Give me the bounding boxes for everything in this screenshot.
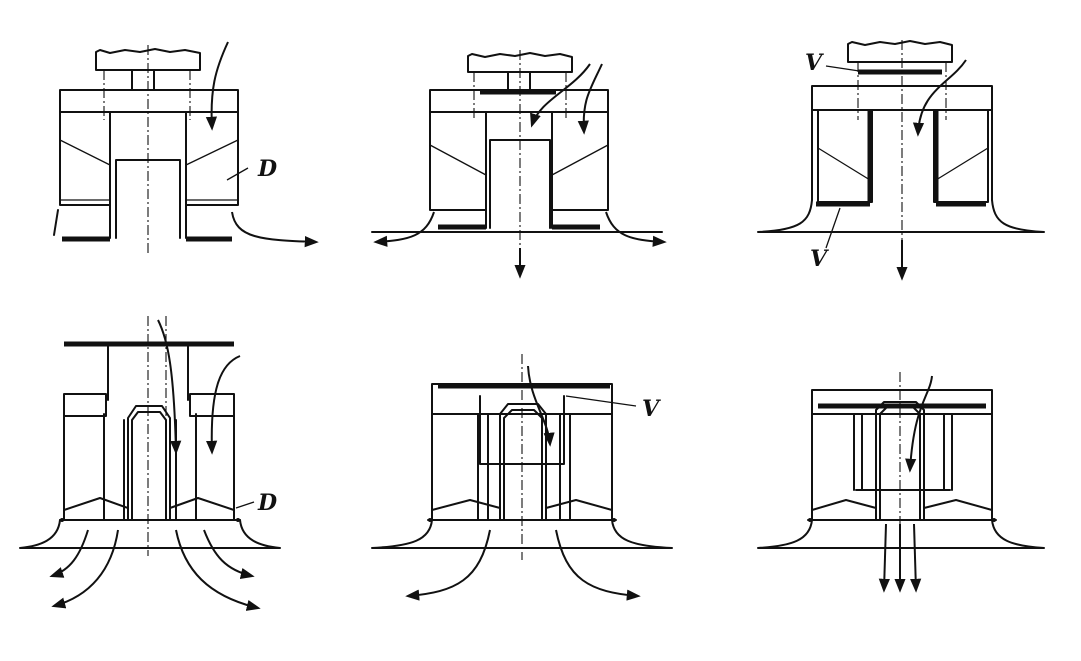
stem — [131, 69, 155, 91]
panel-6 — [757, 372, 1045, 593]
flow-arrow-out-3 — [910, 523, 922, 593]
flow-arrow-out-left — [405, 529, 491, 601]
cap — [847, 40, 953, 63]
panel-2 — [371, 50, 667, 279]
flow-arrow-in-2 — [577, 63, 603, 135]
flow-arrow-in — [527, 365, 555, 447]
housing-body — [63, 415, 235, 521]
flow-arrow-out — [231, 211, 319, 248]
flow-arrow-in — [205, 41, 229, 131]
flow-arrow-out-right — [555, 529, 641, 601]
label-d-top: D — [257, 156, 277, 182]
housing-body — [429, 111, 609, 211]
cap — [95, 48, 201, 71]
panel-5: V — [371, 354, 673, 601]
housing-top — [59, 89, 239, 113]
panel-4: D — [19, 316, 281, 611]
plunger — [107, 345, 189, 401]
flow-arrow-in — [912, 59, 967, 137]
flow-arrow-out-4 — [203, 529, 255, 579]
label-v-lower: V — [810, 246, 829, 272]
flow-arrow-in-2 — [206, 355, 241, 455]
flow-arrow-left — [373, 211, 435, 247]
housing-body — [59, 111, 239, 206]
inner-tube — [499, 403, 547, 521]
flow-arrow-in-1 — [157, 319, 182, 455]
inner-wall-left — [109, 111, 181, 239]
panel-3: V V — [757, 40, 1045, 281]
chamber-left — [817, 109, 873, 203]
flow-arrow-out-1 — [878, 523, 890, 593]
flow-arrow-in — [905, 375, 933, 473]
flow-arrow-out-3 — [175, 529, 261, 611]
label-v-upper: V — [805, 50, 824, 76]
flow-arrow-in-1 — [530, 63, 591, 128]
chamber-right — [933, 109, 989, 203]
housing-top — [811, 389, 993, 415]
inner-wall — [485, 111, 553, 229]
housing-body — [811, 413, 993, 521]
cap — [467, 52, 573, 73]
label-v-bottom: V — [642, 396, 661, 422]
flow-arrow-right — [605, 211, 667, 247]
flow-arrow-out-2 — [51, 529, 119, 609]
flow-arrow-out-1 — [49, 529, 89, 578]
housing-body — [431, 413, 613, 521]
label-d-bottom: D — [257, 490, 277, 516]
inner-tube — [875, 401, 925, 521]
panel-1: D — [53, 41, 319, 255]
inner-tube — [127, 405, 171, 521]
housing-body — [811, 109, 993, 201]
